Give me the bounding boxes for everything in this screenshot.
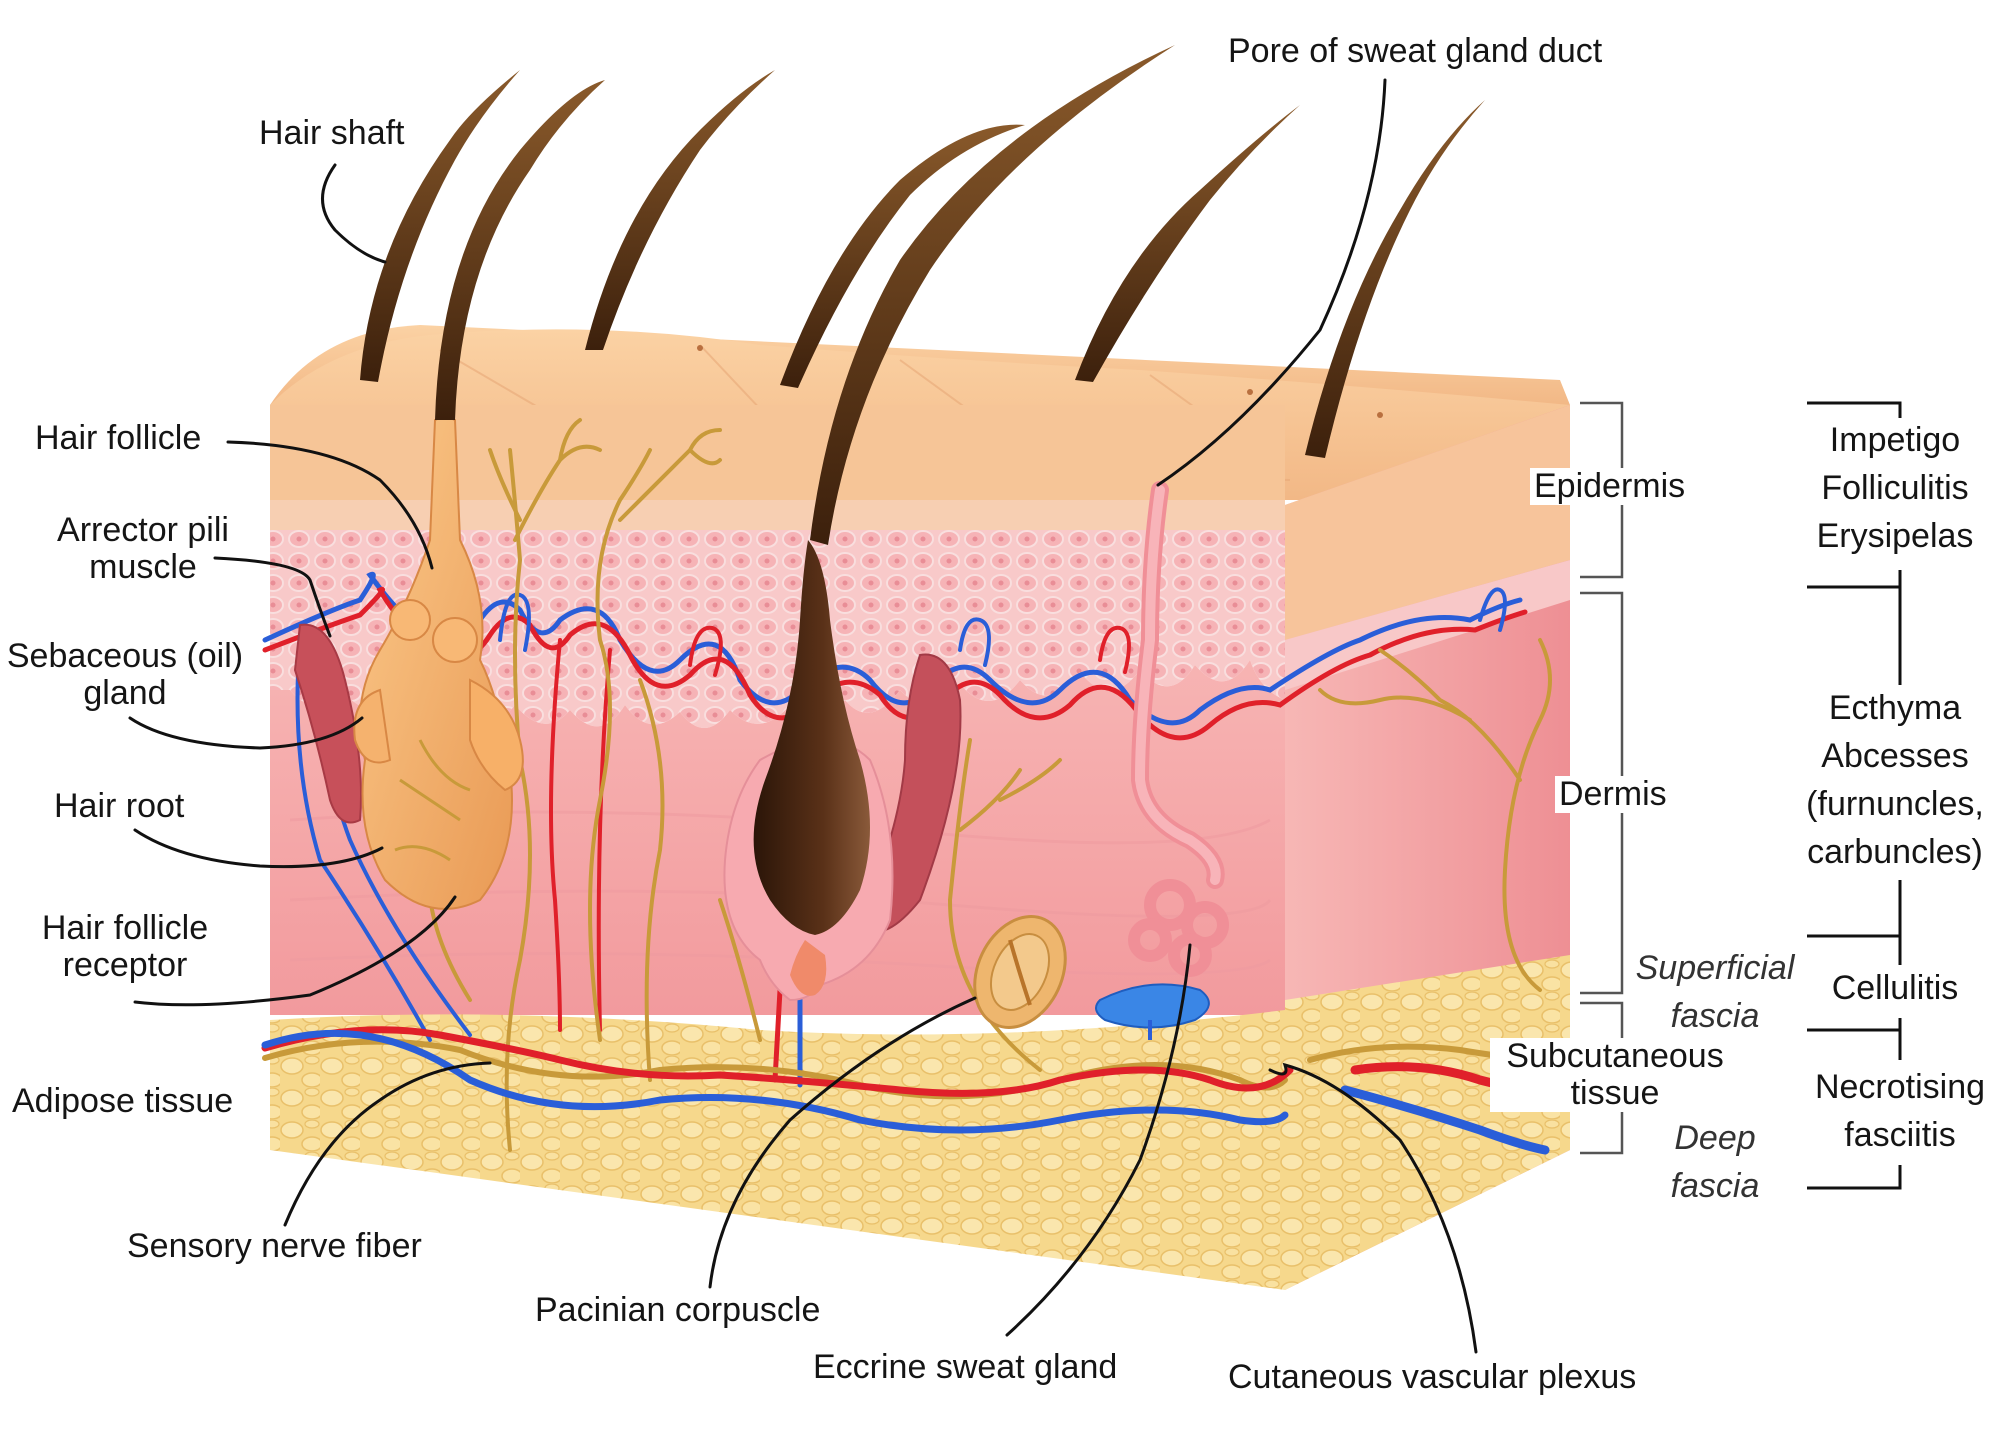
label-receptor-line1: Hair follicle [41, 909, 209, 947]
pacinian-corpuscle-shape [973, 915, 1067, 1029]
infection-group-dermis: Ecthyma Abcesses (furnuncles, carbuncles… [1780, 684, 2000, 876]
infection-ecthyma: Ecthyma [1828, 689, 1962, 727]
label-sensory-nerve-fiber: Sensory nerve fiber [127, 1227, 422, 1265]
label-sebaceous-gland: Sebaceous (oil) gland [0, 638, 250, 712]
label-adipose-tissue: Adipose tissue [12, 1082, 234, 1120]
label-superficial-line1: Superficial [1635, 949, 1795, 987]
hair-bulb [753, 540, 870, 935]
label-hair-shaft: Hair shaft [259, 114, 405, 152]
arrector-pili-muscle-left [293, 623, 362, 824]
label-subcutaneous-line2: tissue [1570, 1074, 1660, 1112]
epidermis-cell-layer [270, 530, 1285, 729]
label-hair-root: Hair root [54, 787, 185, 825]
label-arrector-line2: muscle [89, 548, 197, 586]
label-deep-line1: Deep [1674, 1119, 1756, 1157]
infection-necrotising: Necrotising [1814, 1068, 1986, 1106]
label-dermis: Dermis [1555, 776, 1671, 813]
infection-abcesses: Abcesses [1821, 737, 1969, 775]
label-superficial-fascia: Superficial fascia [1610, 944, 1820, 1040]
central-follicle [723, 540, 894, 1002]
label-sebaceous-line2: gland [83, 674, 167, 712]
hair-shafts [360, 45, 1485, 545]
label-pacinian-corpuscle: Pacinian corpuscle [535, 1291, 821, 1329]
infection-cellulitis: Cellulitis [1831, 969, 1959, 1007]
label-pore-sweat-duct: Pore of sweat gland duct [1228, 32, 1603, 70]
label-sebaceous-line1: Sebaceous (oil) [6, 637, 244, 675]
infection-furnuncles: (furnuncles, [1806, 785, 1984, 823]
label-eccrine-sweat-gland: Eccrine sweat gland [813, 1348, 1118, 1386]
nerve-fibers [408, 418, 1552, 1152]
infection-impetigo: Impetigo [1829, 421, 1961, 459]
label-cutaneous-vascular-plexus: Cutaneous vascular plexus [1228, 1358, 1637, 1396]
leader-lines [128, 78, 1478, 1354]
infection-fasciitis: fasciitis [1844, 1116, 1956, 1154]
label-deep-line2: fascia [1670, 1167, 1760, 1205]
label-hair-follicle: Hair follicle [35, 419, 202, 457]
infection-group-epidermis: Impetigo Folliculitis Erysipelas [1780, 416, 2000, 560]
infection-brackets [1807, 401, 1902, 1190]
label-superficial-line2: fascia [1670, 997, 1760, 1035]
infection-group-fascia: Cellulitis [1780, 964, 2000, 1012]
infection-group-deep: Necrotising fasciitis [1785, 1063, 2000, 1159]
infection-folliculitis: Folliculitis [1821, 469, 1969, 507]
epidermis-front [270, 405, 1285, 510]
label-subcutaneous-tissue: Subcutaneous tissue [1490, 1038, 1740, 1112]
label-epidermis: Epidermis [1530, 468, 1690, 505]
label-deep-fascia: Deep fascia [1610, 1114, 1820, 1210]
label-arrector-line1: Arrector pili [57, 511, 229, 549]
label-hair-follicle-receptor: Hair follicle receptor [20, 910, 230, 984]
subcutaneous-fat [270, 1010, 1285, 1290]
infection-carbuncles: carbuncles) [1807, 833, 1983, 871]
label-subcutaneous-line1: Subcutaneous [1506, 1037, 1724, 1075]
label-receptor-line2: receptor [62, 946, 188, 984]
sweat-gland [1095, 481, 1229, 1040]
label-arrector-pili: Arrector pili muscle [18, 512, 268, 586]
left-follicle [353, 416, 524, 910]
infection-erysipelas: Erysipelas [1816, 517, 1974, 555]
